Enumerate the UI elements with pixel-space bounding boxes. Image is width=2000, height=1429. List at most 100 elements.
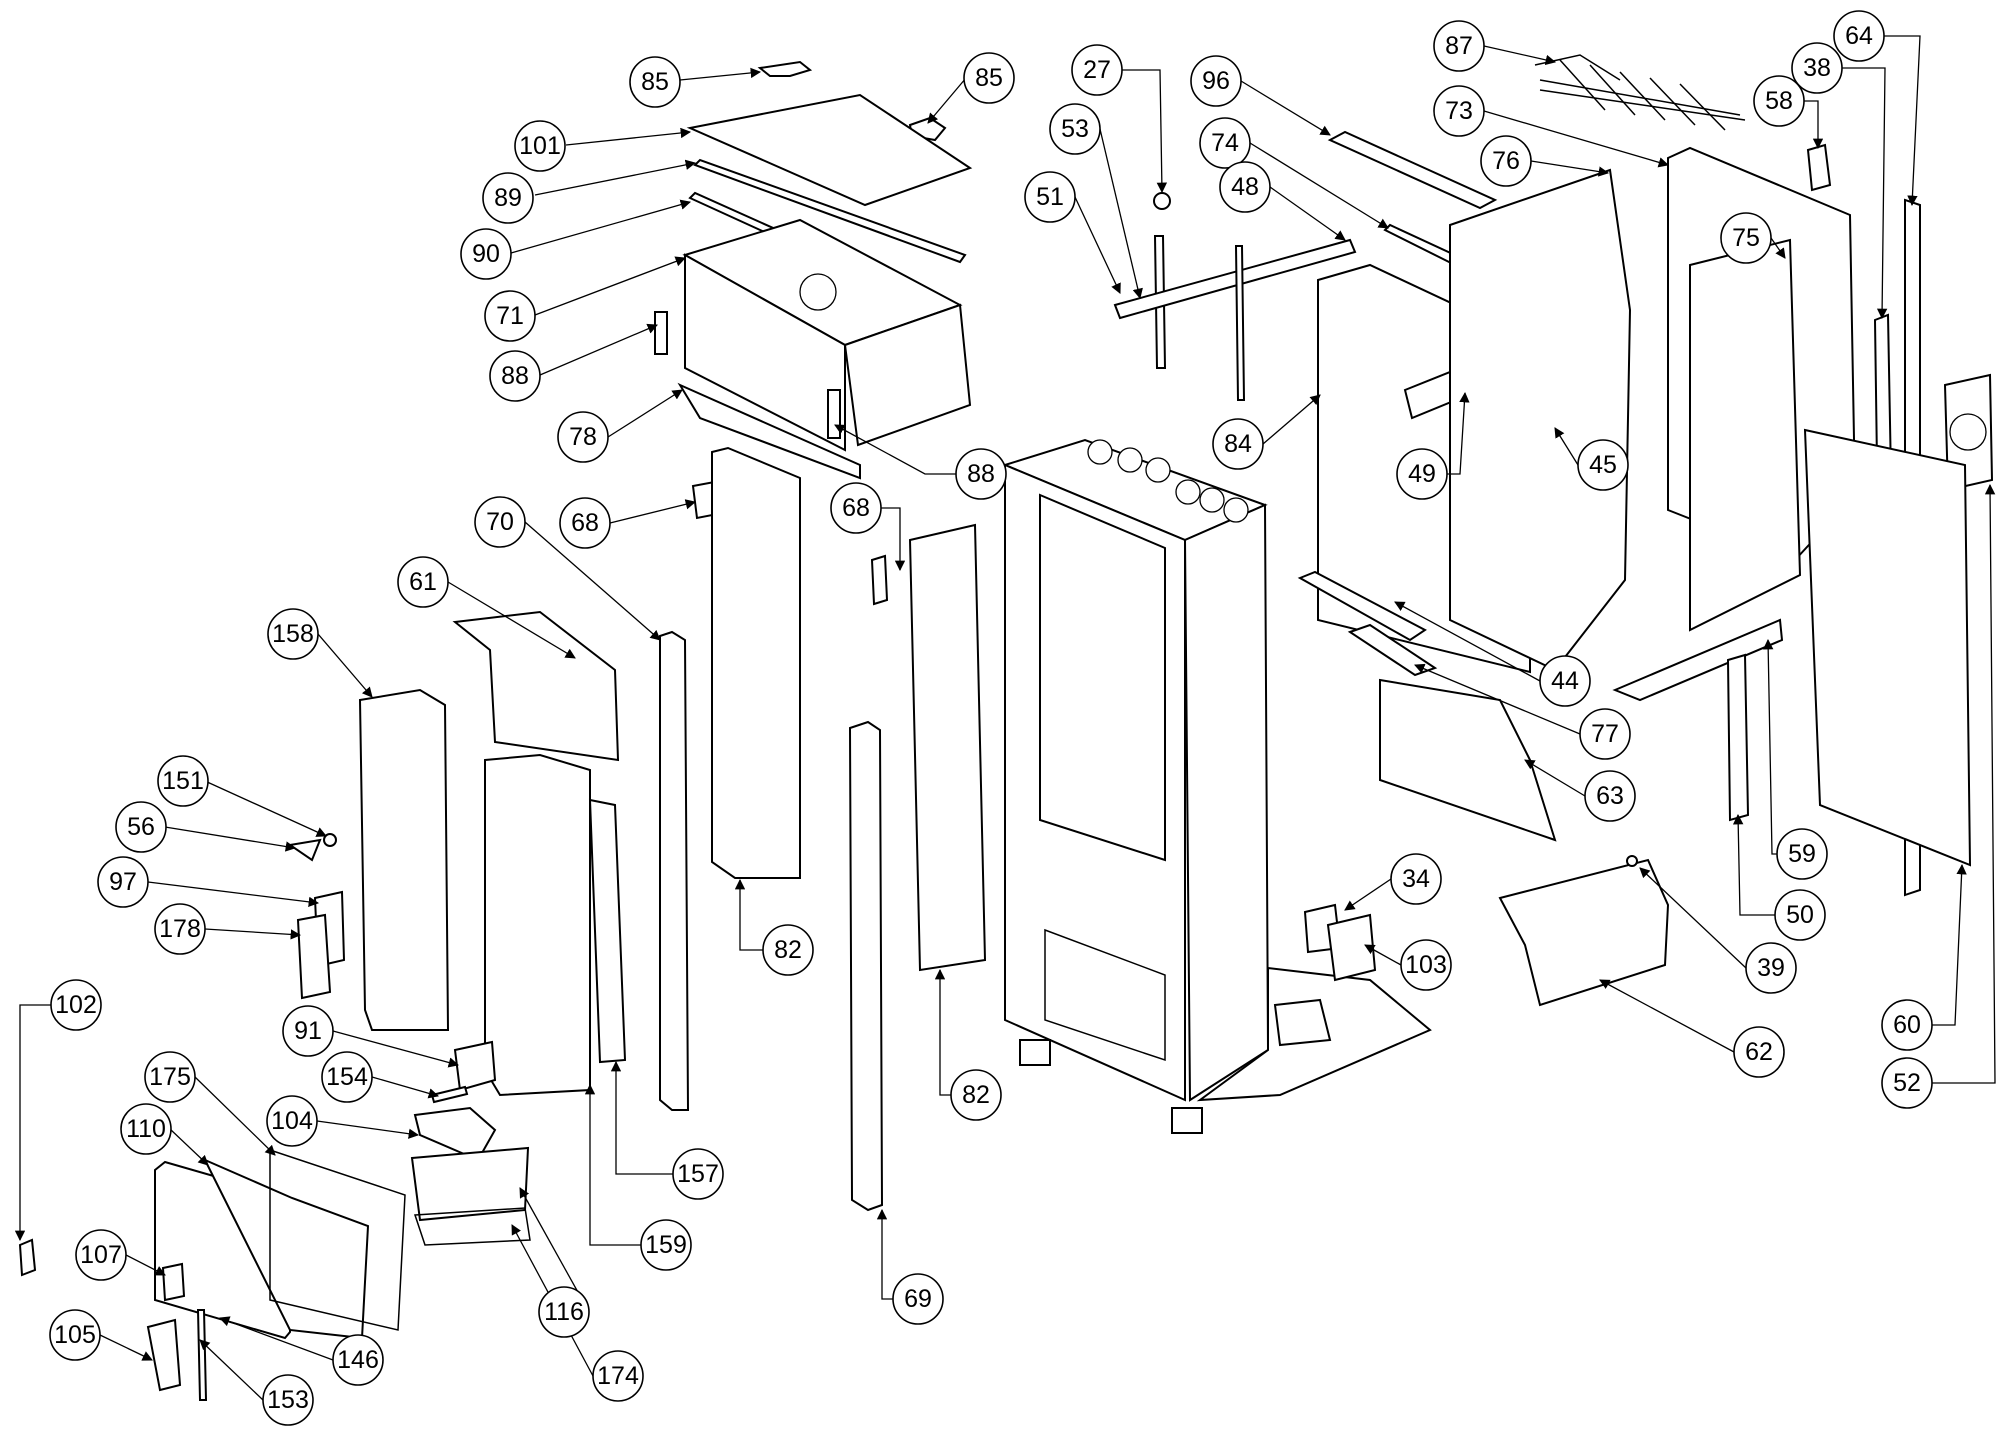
callout-circle (1833, 10, 1885, 62)
callout-circle (489, 350, 541, 402)
callout-70: 70 (474, 496, 526, 548)
part-101-top-plate (686, 93, 973, 207)
callout-circle (1219, 161, 1271, 213)
part-78-deflector (677, 382, 861, 480)
callout-number: 104 (271, 1107, 313, 1135)
callout-circle (892, 1273, 944, 1325)
callout-105: 105 (49, 1309, 101, 1361)
callout-circle (75, 1229, 127, 1281)
callout-number: 49 (1408, 460, 1436, 488)
callout-circle (49, 1309, 101, 1361)
callout-circle (154, 903, 206, 955)
callout-number: 51 (1036, 183, 1064, 211)
callout-circle (1774, 889, 1826, 941)
callout-56: 56 (115, 801, 167, 853)
part-main-frame (1002, 438, 1270, 1134)
callout-number: 44 (1551, 667, 1579, 695)
callout-circle (1199, 117, 1251, 169)
callout-number: 175 (149, 1063, 191, 1091)
callout-27: 27 (1071, 44, 1123, 96)
part-89-strip (693, 158, 967, 264)
callout-84: 84 (1212, 418, 1264, 470)
callout-158: 158 (267, 608, 319, 660)
callout-75: 75 (1720, 212, 1772, 264)
callout-circle (282, 1005, 334, 1057)
part-91-bracket (453, 1040, 497, 1092)
callout-circle (1745, 942, 1797, 994)
callout-82: 82 (762, 924, 814, 976)
callout-number: 74 (1211, 129, 1239, 157)
callout-circle (1024, 171, 1076, 223)
part-82-side-panel-right (908, 523, 987, 972)
callout-153: 153 (262, 1374, 314, 1426)
part-59-deflector (1612, 618, 1784, 702)
callout-circle (1584, 770, 1636, 822)
callout-number: 101 (519, 132, 561, 160)
part-39-screw (1626, 855, 1638, 867)
callout-circle (460, 228, 512, 280)
part-77-bar (1347, 623, 1438, 677)
callout-number: 69 (904, 1285, 932, 1313)
callout-48: 48 (1219, 161, 1271, 213)
callout-76: 76 (1480, 135, 1532, 187)
callout-number: 77 (1591, 720, 1619, 748)
callout-circle (830, 482, 882, 534)
part-87-grill (1534, 54, 1746, 131)
callout-circle (1190, 55, 1242, 107)
part-175-gasket (269, 1148, 406, 1331)
callout-63: 63 (1584, 770, 1636, 822)
callout-89: 89 (482, 172, 534, 224)
callout-circle (1071, 44, 1123, 96)
callout-circle (1733, 1026, 1785, 1078)
callout-number: 157 (677, 1160, 719, 1188)
part-48-rod (1234, 245, 1246, 401)
callout-68: 68 (559, 497, 611, 549)
callout-circle (482, 172, 534, 224)
callout-number: 105 (54, 1321, 96, 1349)
callout-71: 71 (484, 290, 536, 342)
callout-number: 70 (486, 508, 514, 536)
callout-77: 77 (1579, 708, 1631, 760)
part-153-rod (196, 1309, 208, 1401)
callout-number: 64 (1845, 22, 1873, 50)
callout-number: 53 (1061, 115, 1089, 143)
part-fan-motor (1273, 998, 1332, 1047)
callout-number: 63 (1596, 782, 1624, 810)
part-27-pin (1153, 192, 1171, 210)
callout-number: 178 (159, 915, 201, 943)
part-44-rail (1297, 570, 1427, 642)
part-104-pot-lid (413, 1106, 497, 1162)
callout-88: 88 (489, 350, 541, 402)
callout-68: 68 (830, 482, 882, 534)
callout-number: 97 (109, 868, 137, 896)
part-51-bracket (1113, 238, 1357, 320)
part-102-clip (18, 1238, 37, 1277)
callout-number: 174 (597, 1362, 639, 1390)
callout-64: 64 (1833, 10, 1885, 62)
callout-circle (321, 1051, 373, 1103)
callout-116: 116 (538, 1286, 590, 1338)
part-76-rear-panel (1449, 168, 1632, 672)
callout-number: 82 (774, 936, 802, 964)
callout-45: 45 (1577, 439, 1629, 491)
callout-number: 159 (645, 1231, 687, 1259)
callout-146: 146 (332, 1334, 384, 1386)
callout-number: 48 (1231, 173, 1259, 201)
part-159-side-body (484, 753, 591, 1097)
callout-78: 78 (557, 411, 609, 463)
callout-number: 38 (1803, 54, 1831, 82)
callout-circle (514, 120, 566, 172)
callout-number: 60 (1893, 1011, 1921, 1039)
callout-circle (1577, 439, 1629, 491)
callout-44: 44 (1539, 655, 1591, 707)
callout-number: 151 (162, 767, 204, 795)
callout-circle (1753, 75, 1805, 127)
callout-97: 97 (97, 856, 149, 908)
callout-circle (950, 1069, 1002, 1121)
callout-number: 39 (1757, 954, 1785, 982)
part-58-bracket (1806, 143, 1832, 192)
callout-circle (144, 1051, 196, 1103)
callout-circle (115, 801, 167, 853)
part-63-deflector (1379, 678, 1557, 842)
